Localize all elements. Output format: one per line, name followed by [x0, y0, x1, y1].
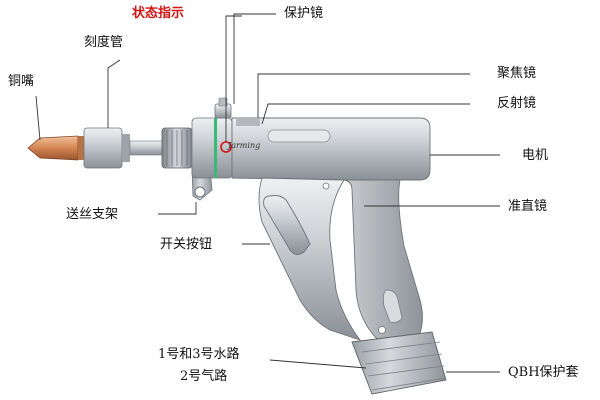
- leader-lines: [35, 13, 500, 373]
- knurled-collar: [161, 127, 193, 169]
- label-status-indicator: 状态指示: [132, 6, 185, 21]
- main-barrel: [231, 117, 431, 181]
- grip-detail: [322, 182, 403, 334]
- label-reflector-lens: 反射镜: [497, 96, 537, 111]
- label-scale-tube: 刻度管: [84, 35, 124, 50]
- brand-mark: Jarming: [228, 141, 261, 150]
- leader-water-gas: [269, 359, 367, 369]
- label-collimator-lens: 准直镜: [508, 199, 548, 214]
- trigger-switch: [263, 195, 311, 255]
- copper-nozzle: [27, 135, 84, 161]
- protective-lens-knob: [214, 97, 232, 119]
- label-focus-lens: 聚焦镜: [497, 66, 537, 81]
- label-motor: 电机: [522, 148, 549, 163]
- leader-scale-tube: [107, 59, 121, 128]
- leader-status-indicator: [225, 15, 242, 142]
- leader-reflector-lens: [261, 103, 470, 125]
- leader-focus-lens: [257, 73, 470, 118]
- label-qbh-sleeve: QBH保护套: [508, 365, 579, 380]
- label-gas-path: 2号气路: [180, 369, 228, 384]
- leader-wire-feed: [158, 202, 197, 215]
- label-wire-feed-bracket: 送丝支架: [66, 207, 119, 222]
- qbh-sleeve: [351, 331, 447, 395]
- label-copper-nozzle: 铜嘴: [8, 74, 35, 89]
- scale-tube: [83, 127, 163, 169]
- label-water-path: 1号和3号水路: [158, 347, 240, 362]
- leader-copper-nozzle: [35, 95, 41, 141]
- leader-protective-lens: [233, 13, 276, 104]
- label-switch-button: 开关按钮: [160, 237, 213, 252]
- label-protective-lens: 保护镜: [284, 6, 324, 21]
